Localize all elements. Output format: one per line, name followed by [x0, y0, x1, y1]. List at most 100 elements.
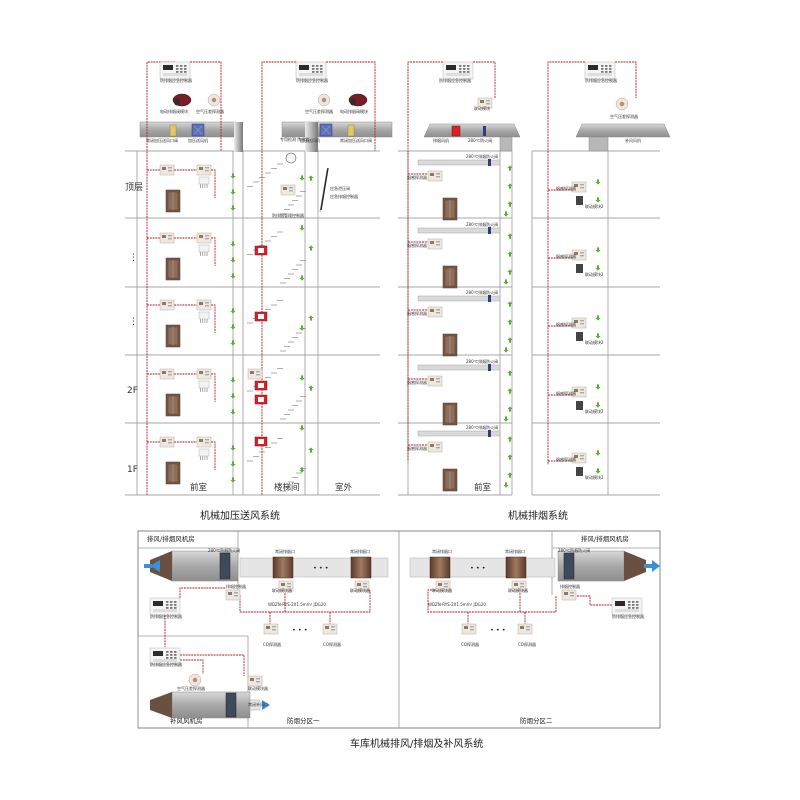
anteroom-vent-body — [198, 176, 210, 185]
exhaust-floor-duct — [417, 227, 501, 234]
anteroom-smoke-detector-line — [205, 439, 209, 441]
anteroom-smoke-detector-body — [196, 299, 212, 311]
anteroom-vent-body — [198, 311, 210, 320]
stair-manual-button — [254, 380, 268, 391]
supply-floor-module — [576, 264, 583, 273]
zone2-co1-body — [461, 623, 477, 635]
zone1-co2-body — [322, 623, 338, 635]
exhaust-controller-screen — [446, 65, 456, 70]
anteroom-smoke-detector-indicator — [199, 439, 203, 442]
exhaust-arrow-up-shape — [507, 183, 513, 189]
anteroom-pressure-detector-line — [168, 238, 172, 240]
roof-fan-right-label: 加压送风机 — [300, 137, 320, 143]
pressurization-controller-left-key — [184, 71, 187, 73]
exhaust-fan — [451, 125, 461, 137]
stair-arrow-up — [308, 447, 314, 453]
zone2-detector1-line — [444, 583, 448, 585]
exhaust-module-indicator — [480, 100, 484, 103]
anteroom-smoke-detector-line — [205, 238, 209, 240]
zone2-co2-indicator — [520, 626, 524, 629]
anteroom-smoke-detector-body — [196, 436, 212, 448]
roof-valve-left-label: 常闭加压送风口阀 — [146, 137, 178, 143]
exhaust-floor-damper-label: 280℃排烟防火阀 — [466, 358, 498, 364]
exhaust-floor-damper — [488, 227, 491, 234]
stair-arrow-up — [308, 315, 314, 321]
zone1-controller-key — [166, 604, 169, 606]
zone1-module-line — [234, 592, 238, 594]
roof-pressure-sensor-mid-center — [321, 97, 327, 103]
exhaust-arrow-down — [503, 416, 509, 422]
supply-controller-key — [609, 68, 612, 70]
supply-floor-detector-label: 烟感探测器 — [556, 321, 576, 327]
wire-exhaust-top — [473, 61, 496, 98]
zone1-fan-outlet — [150, 551, 172, 581]
exhaust-arrow-up — [507, 201, 513, 207]
pressurization-controller-left-key — [184, 68, 187, 70]
stair-top-panel — [280, 184, 296, 196]
anteroom-pressure-detector — [159, 232, 175, 244]
stair-arrow-down — [299, 225, 305, 231]
anteroom-vent — [198, 380, 210, 392]
stair-arrow-down — [299, 325, 305, 331]
pressurization-controller-left-key — [176, 65, 179, 67]
zone1-co1-body — [263, 623, 279, 635]
zone2-module-label: 排烟控制器 — [560, 583, 580, 589]
roof-damper-module-mid-end — [350, 98, 356, 106]
supply-room-label: 补风风机房 — [170, 716, 203, 725]
zone2-controller-key — [636, 604, 639, 606]
supply-controller-key — [601, 65, 604, 67]
exhaust-arrow-up — [507, 251, 513, 257]
pressurization-controller-mid-key — [320, 68, 323, 70]
zone2-detector2-body — [511, 580, 527, 592]
stair-arrow-down-shape — [299, 175, 305, 181]
stair-pressure-detector-line — [256, 371, 260, 373]
zone2-valve1 — [429, 556, 451, 579]
zone1-controller-screen — [153, 601, 163, 606]
zone1-blue-arrow-tail — [144, 564, 152, 568]
supply-floor-detector-line — [580, 252, 584, 254]
stair-arrow-down — [299, 467, 305, 473]
anteroom-smoke-detector-line — [205, 442, 209, 444]
exhaust-floor-door — [442, 468, 458, 492]
pressurization-controller-mid-key — [312, 68, 315, 70]
zone2-co2-line — [526, 629, 530, 631]
zone1-controller-body — [149, 597, 181, 616]
supply-floor-module — [576, 467, 583, 476]
exhaust-controller-key — [463, 65, 466, 67]
supply-arrow-down — [595, 179, 601, 185]
exhaust-arrow-up — [507, 337, 513, 343]
anteroom-pressure-detector — [159, 299, 175, 311]
supply-damper — [225, 692, 237, 718]
zone2-damper-280 — [563, 552, 575, 580]
wire-exhaust-riser — [407, 61, 443, 460]
exhaust-floor-duct — [417, 295, 501, 302]
floor-label-dots-2: ⋮ — [129, 317, 138, 327]
exhaust-controller-key — [463, 71, 466, 73]
anteroom-pressure-detector-indicator — [162, 439, 166, 442]
exhaust-damper-label: 280℃防火阀 — [468, 137, 492, 143]
zone2-detector1-label: 联动模块器 — [432, 587, 452, 593]
supply-floor-module — [576, 196, 583, 205]
supply-controller-key — [601, 71, 604, 73]
roof-fan-left-blade — [193, 125, 203, 135]
stair-arrow-down-shape — [299, 275, 305, 281]
supply-arrow-down — [595, 315, 601, 321]
zone2-controller-key — [636, 607, 639, 609]
stair-arrow-down-shape — [299, 225, 305, 231]
exhaust-arrow-up-shape — [507, 165, 513, 171]
supply-floor-detector-line — [580, 458, 584, 460]
exhaust-floor-damper — [488, 159, 491, 166]
anteroom-pressure-detector-line — [168, 170, 172, 172]
pressurization-controller-mid-body — [295, 61, 327, 80]
supply-arrow-down-shape — [230, 461, 236, 467]
supply-arrow-down-shape — [595, 468, 601, 474]
exhaust-room-label-front: 前室 — [474, 482, 492, 493]
zone2-fan-room-label: 排风/排烟风机房 — [581, 534, 629, 543]
exhaust-controller-key — [467, 68, 470, 70]
pressurization-controller-left-body — [159, 61, 191, 80]
stair-manual-button-window — [258, 397, 264, 402]
exhaust-pressure-label: 空气压差探测器 — [610, 113, 638, 119]
exhaust-floor-door — [442, 265, 458, 289]
zone2-co1-line — [470, 629, 474, 631]
anteroom-smoke-detector-body — [196, 164, 212, 176]
